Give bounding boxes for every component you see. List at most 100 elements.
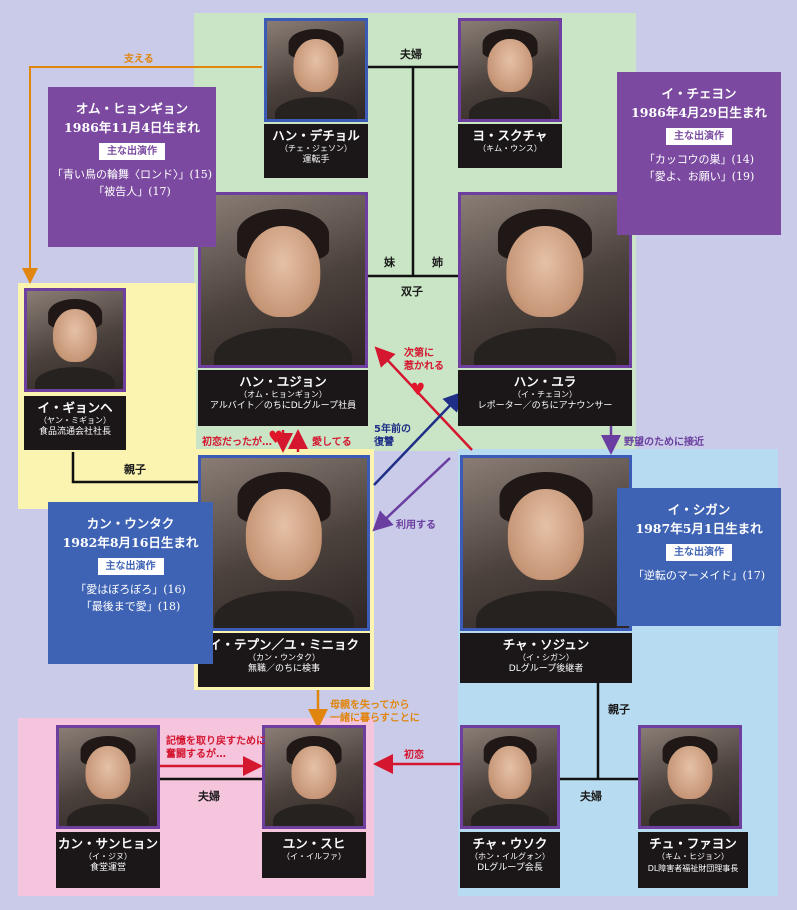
actor-name-om: オム・ヒョンギョン (75, 101, 189, 116)
parent-child-line-left (71, 452, 200, 484)
label-after-mother-1: 母親を失ってから (330, 700, 410, 711)
works-label-kan-untaku: 主な出演作 (97, 558, 164, 575)
name-kan-sanhyon: カン・サンヒョン (57, 836, 158, 851)
reading-yun-suhi: （イ・イルファ） (282, 852, 346, 861)
label-first-love-was: 初恋だったが… (202, 437, 272, 448)
photo-i-gyonhe (24, 288, 126, 392)
reading-cha-sojun: （イ・シガン） (518, 653, 574, 662)
work-kan-untaku-2: 「最後まで愛」(18) (80, 600, 181, 613)
support-arrow (22, 66, 262, 284)
work-kan-untaku-1: 「愛はぼろぼろ」(16) (75, 583, 186, 596)
label-revenge-2: 復讐 (374, 437, 394, 448)
label-approach: 野望のために接近 (624, 437, 704, 448)
work-om-2: 「被告人」(17) (93, 185, 171, 198)
label-first-love: 初恋 (404, 750, 424, 761)
works-label-lee-sigan: 主な出演作 (666, 544, 732, 561)
label-in-love: 愛してる (312, 437, 352, 448)
label-after-mother-2: 一緒に暮らすことに (330, 713, 420, 724)
gradually-attracted-arrow (374, 346, 473, 451)
role-han-yujon: アルバイト／のちにDLグループ社員 (209, 401, 357, 411)
reading-yo-sukucha: （キム・ウンス） (478, 144, 542, 153)
photo-han-deachol (264, 18, 368, 122)
reading-i-tepun: （カン・ウンタク） (248, 653, 320, 662)
actor-box-kan-untaku: カン・ウンタク 1982年8月16日生まれ 主な出演作 「愛はぼろぼろ」(16)… (48, 502, 213, 664)
actor-born-om: 1986年11月4日生まれ (64, 120, 200, 135)
name-han-deachol: ハン・デチョル (272, 128, 360, 143)
photo-cha-uhsoku (460, 725, 560, 829)
nameplate-han-yura: ハン・ユラ （イ・チェヨン） レポーター／のちにアナウンサー (458, 370, 632, 426)
label-couple-bottom-right: 夫婦 (580, 790, 602, 803)
work-lee-chaeyon-2: 「愛よ、お願い」(19) (643, 170, 755, 183)
actor-name-lee-chaeyon: イ・チェヨン (661, 86, 737, 101)
name-han-yura: ハン・ユラ (513, 374, 577, 389)
label-memory-1: 記憶を取り戻すために (166, 736, 266, 747)
nameplate-i-gyonhe: イ・ギョンヘ （ヤン・ミギョン） 食品流通会社社長 (24, 396, 126, 450)
label-gradually-attracted-2: 惹かれる (404, 361, 444, 372)
work-lee-chaeyon-1: 「カッコウの巣」(14) (643, 153, 755, 166)
photo-yun-suhi (262, 725, 366, 829)
actor-born-kan-untaku: 1982年8月16日生まれ (62, 535, 199, 550)
work-lee-sigan-1: 「逆転のマーメイド」(17) (632, 569, 766, 582)
nameplate-cha-sojun: チャ・ソジュン （イ・シガン） DLグループ後継者 (460, 633, 632, 683)
name-han-yujon: ハン・ユジョン (239, 374, 327, 389)
label-couple-top: 夫婦 (400, 48, 422, 61)
actor-name-kan-untaku: カン・ウンタク (86, 516, 175, 531)
nameplate-han-yujon: ハン・ユジョン （オム・ヒョンギョン） アルバイト／のちにDLグループ社員 (198, 370, 368, 426)
photo-i-tepun (198, 455, 370, 631)
label-support: 支える (124, 54, 154, 65)
photo-chu-fayon (638, 725, 742, 829)
name-chu-fayon: チュ・ファヨン (649, 836, 737, 851)
nameplate-yo-sukucha: ヨ・スクチャ （キム・ウンス） (458, 124, 562, 168)
name-i-gyonhe: イ・ギョンヘ (37, 400, 113, 415)
name-yun-suhi: ユン・スヒ (282, 836, 346, 851)
role-i-gyonhe: 食品流通会社社長 (38, 427, 111, 437)
heart-icon-attracted: ♥ (410, 380, 426, 400)
actor-box-om: オム・ヒョンギョン 1986年11月4日生まれ 主な出演作 「青い鳥の輪舞〈ロン… (48, 87, 216, 247)
name-cha-uhsoku: チャ・ウソク (472, 836, 548, 851)
nameplate-chu-fayon: チュ・ファヨン （キム・ヒジョン） DL障害者福祉財団理事長 (638, 832, 748, 888)
name-yo-sukucha: ヨ・スクチャ (472, 128, 548, 143)
photo-yo-sukucha (458, 18, 562, 122)
label-younger-sister: 妹 (384, 256, 395, 269)
actor-born-lee-chaeyon: 1986年4月29日生まれ (631, 105, 767, 120)
work-om-1: 「青い鳥の輪舞〈ロンド〉」(15) (51, 168, 213, 181)
reading-han-deachol: （チェ・ジェソン） (280, 144, 352, 153)
revenge-arrow (373, 391, 464, 486)
nameplate-kan-sanhyon: カン・サンヒョン （イ・ジヌ） 食堂運営 (56, 832, 160, 888)
photo-han-yura (458, 192, 632, 368)
label-revenge-1: 5年前の (374, 424, 411, 435)
role-han-yura: レポーター／のちにアナウンサー (477, 401, 613, 411)
role-chu-fayon: DL障害者福祉財団理事長 (647, 864, 739, 873)
label-twins: 双子 (401, 285, 423, 298)
nameplate-cha-uhsoku: チャ・ウソク （ホン・イルグォン） DLグループ会長 (460, 832, 560, 888)
role-kan-sanhyon: 食堂運営 (89, 863, 126, 873)
role-cha-uhsoku: DLグループ会長 (477, 863, 543, 873)
photo-kan-sanhyon (56, 725, 160, 829)
role-cha-sojun: DLグループ後継者 (508, 664, 584, 674)
label-couple-bottom-left: 夫婦 (198, 790, 220, 803)
label-parent-child-left: 親子 (124, 463, 146, 476)
actor-born-lee-sigan: 1987年5月1日生まれ (635, 521, 763, 536)
reading-han-yujon: （オム・ヒョンギョン） (239, 390, 327, 399)
heart-icon-love: ♥ (268, 428, 284, 448)
reading-han-yura: （イ・チェヨン） (513, 390, 577, 399)
actor-name-lee-sigan: イ・シガン (667, 502, 731, 517)
works-label-om: 主な出演作 (99, 143, 165, 160)
use-arrow (372, 457, 451, 532)
name-i-tepun: イ・テプン／ユ・ミニョク (208, 637, 359, 652)
photo-han-yujon (198, 192, 368, 368)
actor-box-lee-chaeyon: イ・チェヨン 1986年4月29日生まれ 主な出演作 「カッコウの巣」(14) … (617, 72, 781, 235)
name-cha-sojun: チャ・ソジュン (502, 637, 590, 652)
nameplate-han-deachol: ハン・デチョル （チェ・ジェソン） 運転手 (264, 124, 368, 178)
label-gradually-attracted-1: 次第に (404, 348, 434, 359)
works-label-lee-chaeyon: 主な出演作 (666, 128, 732, 145)
nameplate-yun-suhi: ユン・スヒ （イ・イルファ） (262, 832, 366, 878)
reading-chu-fayon: （キム・ヒジョン） (657, 852, 729, 861)
reading-kan-sanhyon: （イ・ジヌ） (84, 852, 132, 861)
role-i-tepun: 無職／のちに検事 (247, 664, 320, 674)
label-memory-2: 奮闘するが… (166, 749, 226, 760)
photo-cha-sojun (460, 455, 632, 631)
label-use: 利用する (396, 520, 436, 531)
actor-box-lee-sigan: イ・シガン 1987年5月1日生まれ 主な出演作 「逆転のマーメイド」(17) (617, 488, 781, 626)
